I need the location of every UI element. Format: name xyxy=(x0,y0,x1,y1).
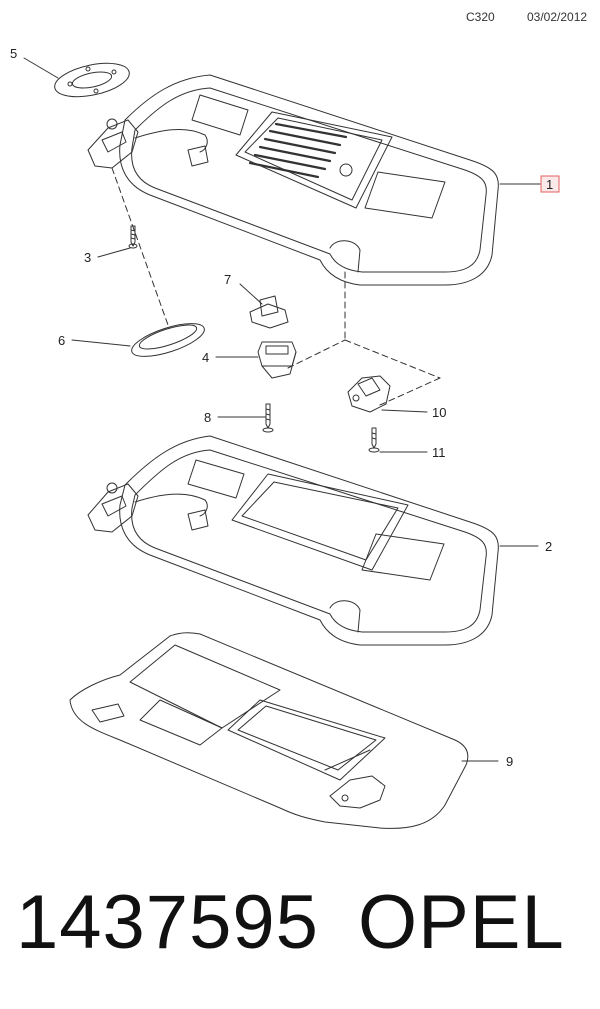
parts-diagram: 5 1 3 6 7 4 8 10 11 2 9 xyxy=(10,46,560,829)
part-8-screw xyxy=(262,403,274,433)
callout-6: 6 xyxy=(58,333,65,348)
callout-7: 7 xyxy=(224,272,231,287)
part-1-hinge xyxy=(87,118,209,169)
callout-4: 4 xyxy=(202,350,209,365)
part-2-sun-visor-mirror xyxy=(87,435,499,646)
part-5-mount-plate xyxy=(54,62,130,98)
part-6-cover xyxy=(131,323,205,357)
callout-9: 9 xyxy=(506,754,513,769)
part-9-sun-visor-rear xyxy=(69,632,469,829)
assembly-lines xyxy=(111,167,441,406)
callout-3: 3 xyxy=(84,250,91,265)
part-number: 1437595 xyxy=(16,880,319,965)
part-3-screw xyxy=(128,225,138,249)
callout-11: 11 xyxy=(432,445,446,460)
part-11-screw xyxy=(368,427,380,453)
callout-1: 1 xyxy=(546,177,553,192)
callout-8: 8 xyxy=(204,410,211,425)
callout-10: 10 xyxy=(432,405,446,420)
callout-1-highlight-box xyxy=(540,175,560,193)
leader-lines xyxy=(23,57,541,762)
part-4-retainer xyxy=(257,341,297,379)
brand-name: OPEL xyxy=(358,880,565,965)
part-10-hook xyxy=(347,375,391,413)
part-1-sun-visor-labeled xyxy=(119,74,499,286)
part-7-clip xyxy=(249,295,289,329)
diagram-code: C320 xyxy=(466,10,495,24)
callout-5: 5 xyxy=(10,46,17,61)
callout-2: 2 xyxy=(545,539,552,554)
diagram-date: 03/02/2012 xyxy=(527,10,588,24)
